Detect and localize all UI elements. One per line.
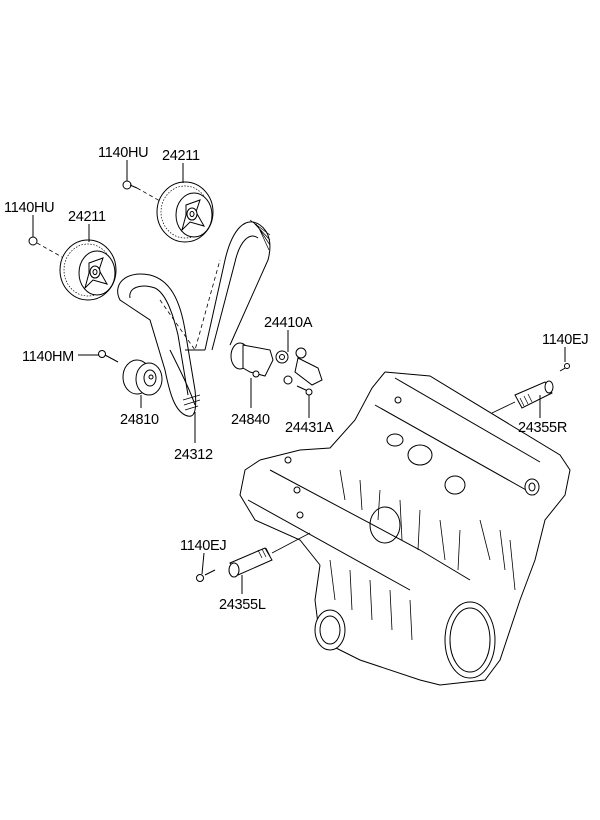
ocv-left-guide-line [271,532,311,554]
timing-belt[interactable] [117,219,271,417]
idler-bolt[interactable] [98,350,119,363]
callout-tensioner-pulley: 24840 [231,412,270,428]
lower-cam-bolt[interactable] [28,236,63,258]
leader-lines [32,160,566,594]
upper-cam-sprocket[interactable] [156,181,214,243]
ocv-right-bolt[interactable] [559,363,570,372]
ocv-right[interactable] [514,380,554,409]
callout-bolt-lower-cam-sprocket: 1140HU [4,200,54,216]
ocv-left[interactable] [228,547,273,578]
callout-bolt-upper-cam-sprocket: 1140HU [98,145,148,161]
callout-ocv-left: 24355L [219,597,266,613]
ocv-left-bolt[interactable] [196,569,216,582]
callout-upper-cam-sprocket: 24211 [162,148,200,164]
callout-idler-pulley: 24810 [120,412,159,428]
callout-ocv-left-bolt: 1140EJ [180,538,226,554]
callout-tensioner-bolt: 24431A [285,420,334,436]
idler-pulley[interactable] [122,359,163,396]
tensioner-bolt[interactable] [296,385,313,396]
callout-auto-tensioner: 24410A [264,315,313,331]
callout-lower-cam-sprocket: 24211 [68,209,106,225]
callout-ocv-right: 24355R [518,420,567,436]
engine-block [239,371,571,686]
callout-timing-belt: 24312 [174,447,213,463]
callout-idler-bolt: 1140HM [22,349,74,365]
tensioner-pulley[interactable] [230,342,274,378]
upper-cam-bolt[interactable] [122,180,161,202]
callout-ocv-right-bolt: 1140EJ [542,332,588,348]
ocv-right-guide-line [491,401,516,414]
auto-tensioner[interactable] [275,347,323,386]
lower-cam-sprocket[interactable] [59,239,117,301]
